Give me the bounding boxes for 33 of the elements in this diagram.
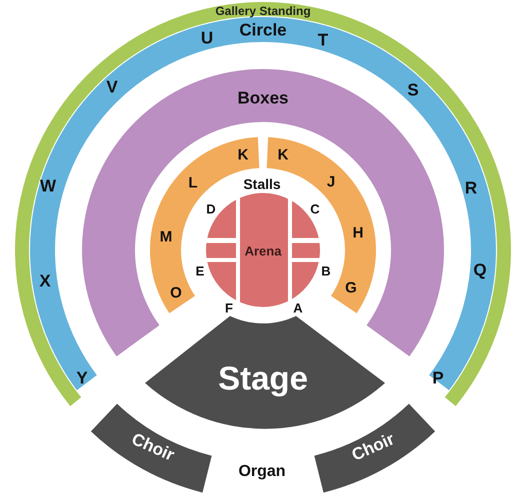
row-letter: J	[326, 174, 336, 190]
row-letter: P	[432, 370, 444, 386]
row-letter: V	[106, 78, 118, 96]
section-label: Circle	[239, 22, 287, 38]
section-letter: B	[321, 264, 331, 278]
row-letter: M	[160, 230, 172, 244]
section-label: Choir	[349, 430, 397, 464]
row-letter: X	[39, 272, 51, 290]
row-letter: W	[40, 178, 56, 194]
section-label: Choir	[129, 430, 177, 464]
section-letter: F	[225, 302, 233, 314]
row-letter: K	[278, 148, 288, 162]
section-letter: D	[206, 202, 216, 216]
row-letter: Y	[76, 370, 88, 386]
row-letter: R	[464, 180, 478, 196]
row-letter: G	[345, 280, 357, 296]
section-label: Gallery Standing	[215, 5, 311, 17]
area-label: Organ	[238, 464, 286, 480]
section-label: Arena	[244, 244, 282, 258]
section-label: Boxes	[237, 90, 289, 106]
row-letter: Q	[473, 262, 487, 278]
section-letter: A	[293, 302, 303, 314]
section-label: Stage	[218, 362, 308, 394]
row-letter: L	[188, 176, 198, 190]
section-letter: C	[310, 202, 320, 216]
row-letter: T	[318, 32, 328, 48]
row-letter: O	[170, 286, 182, 300]
row-letter: K	[238, 148, 248, 162]
row-letter: S	[407, 82, 419, 98]
area-label: Stalls	[243, 177, 281, 191]
row-letter: H	[352, 226, 364, 240]
section-letter: E	[196, 264, 204, 278]
row-letter: U	[200, 30, 214, 46]
